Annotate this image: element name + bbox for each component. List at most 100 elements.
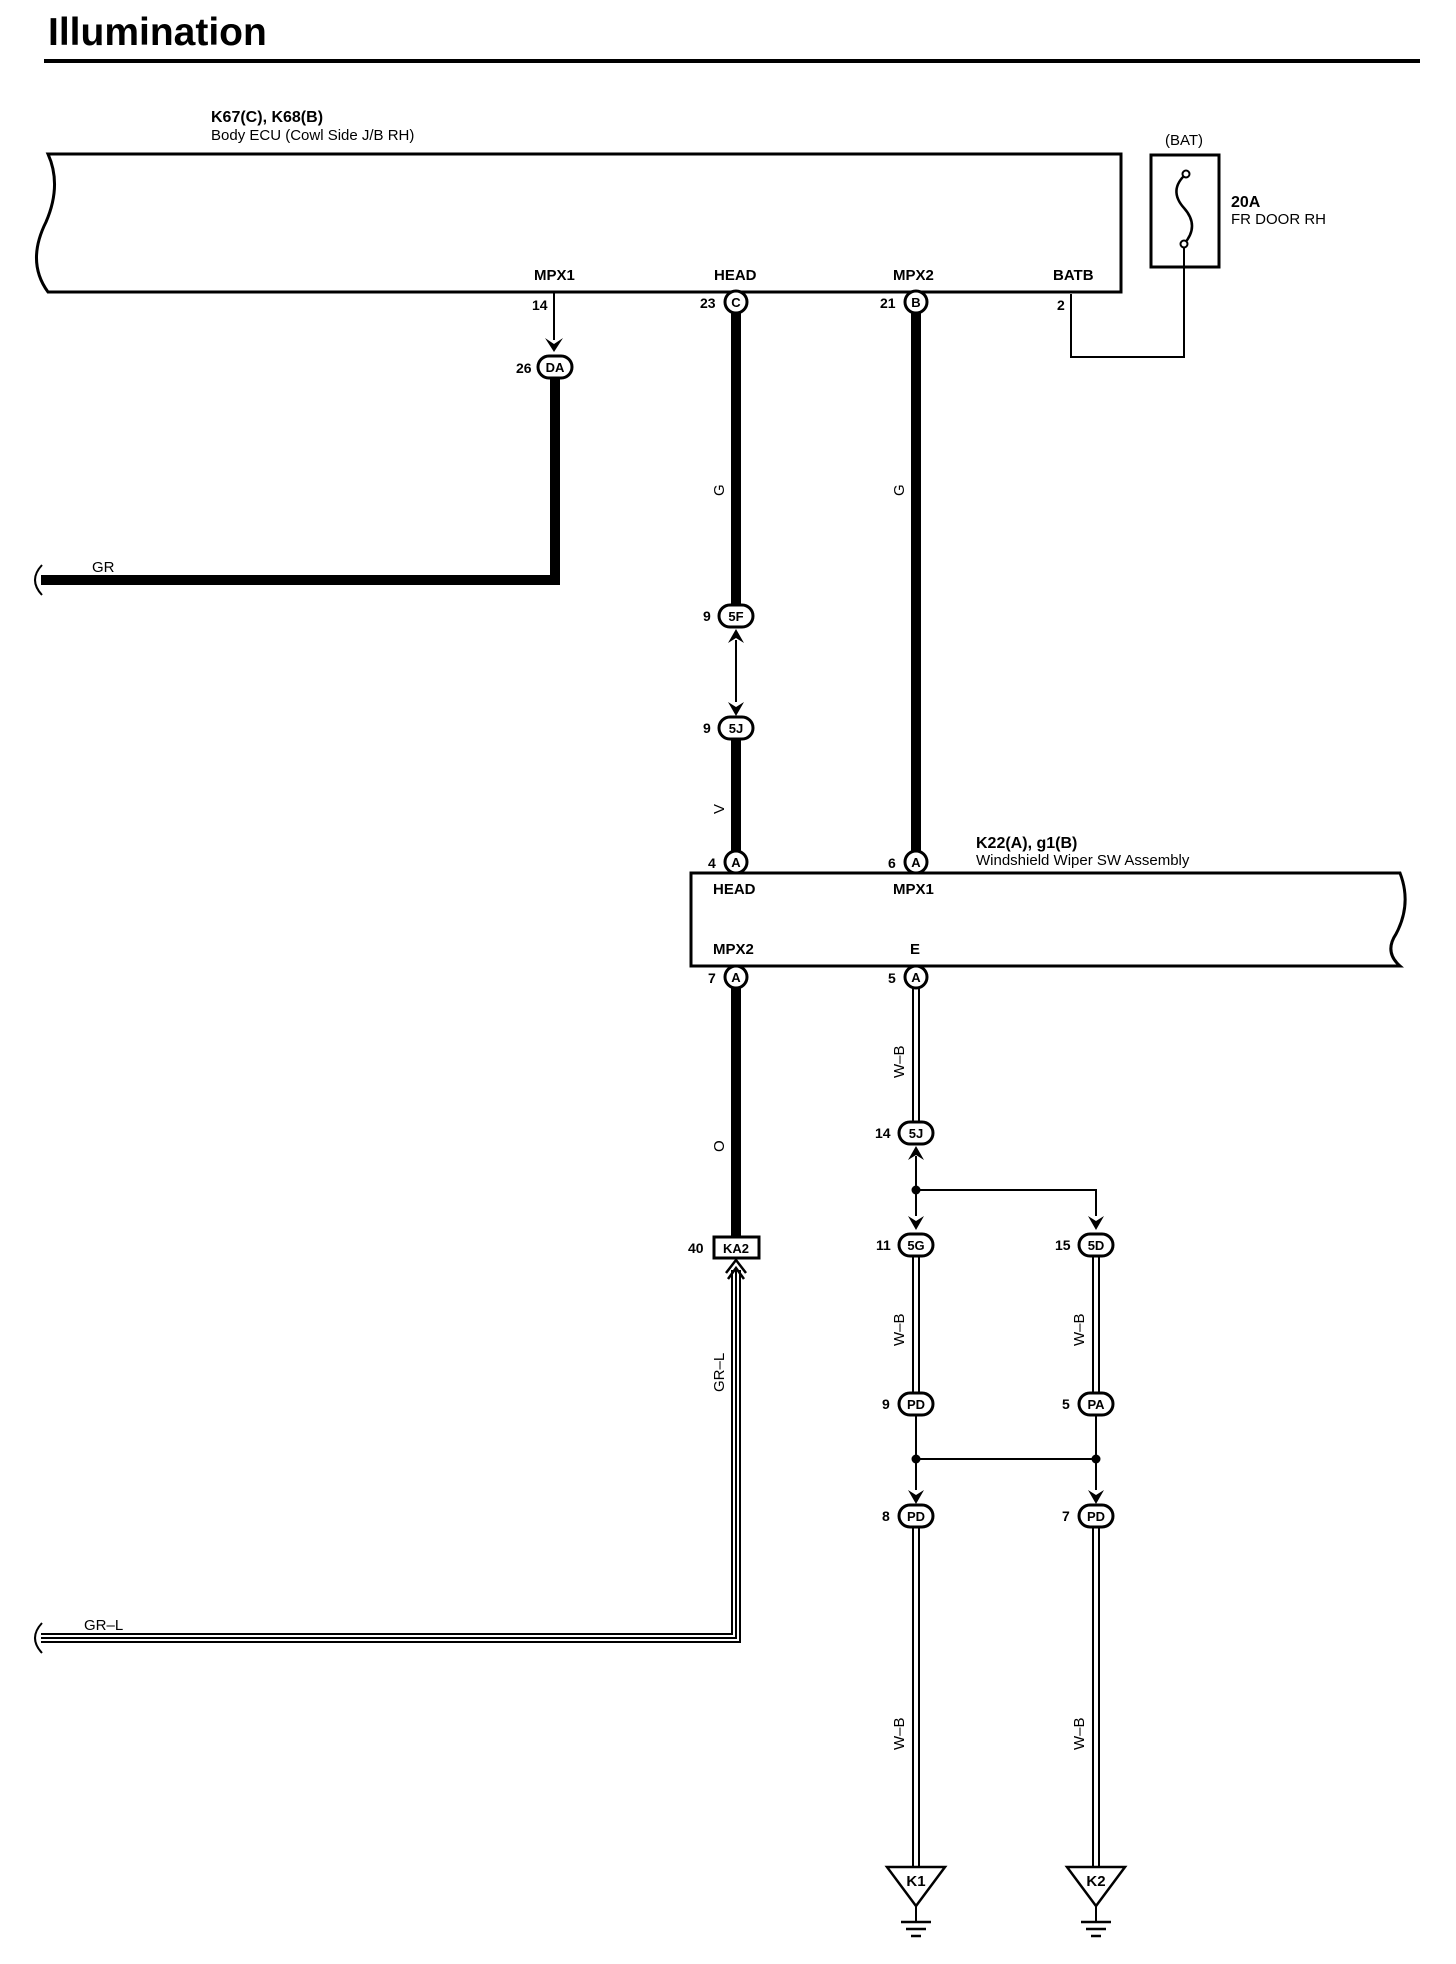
connector-5f-id: 5F (728, 609, 743, 624)
wiper-sw-pin-mpx2: MPX2 (713, 941, 754, 958)
connector-5j-top-id: 5J (729, 721, 743, 736)
connector-ka2-arrow-icon (725, 1257, 747, 1280)
wiper-sw-pin-number-mpx1: 6 (888, 855, 896, 871)
batb-wire (1070, 248, 1185, 358)
ground-k1-label: K1 (906, 1873, 925, 1890)
connector-5j-top-number: 9 (703, 720, 711, 736)
ground-k2: K2 (1064, 1865, 1128, 1938)
wire-mpx2-o-label: O (711, 1140, 728, 1152)
wiper-sw-head-connector-label: A (731, 855, 741, 870)
body-ecu-pin-number-mpx2: 21 (880, 295, 896, 311)
wire-head-v-label: V (711, 804, 728, 814)
junction-lower-left-dot (911, 1454, 921, 1464)
connector-5j-mid-arrow-icon (908, 1146, 924, 1160)
fuse-terminal-top (1181, 169, 1191, 179)
wire-left-wb-mid-label: W–B (891, 1313, 908, 1346)
body-ecu-pin-head: HEAD (714, 267, 757, 284)
body-ecu-box (35, 152, 1123, 294)
connector-5g-number: 11 (876, 1237, 891, 1253)
connector-pd-upper-number: 9 (882, 1396, 890, 1412)
fuse-terminal-bottom (1179, 239, 1189, 249)
connector-5j-arrow-icon (728, 702, 744, 716)
wiper-sw-pin-head: HEAD (713, 881, 756, 898)
wire-gr-l-horizontal-label: GR–L (84, 1617, 123, 1634)
wire-gr-l-line-b (41, 1270, 737, 1639)
wire-split-right (916, 1189, 1097, 1216)
wire-gr (41, 378, 560, 585)
body-ecu-codes: K67(C), K68(B) (211, 109, 323, 126)
ground-k1: K1 (884, 1865, 948, 1938)
connector-5d-arrow-icon (1088, 1216, 1104, 1230)
wiper-sw-mpx1-connector-label: A (911, 855, 921, 870)
mpx2-circuit: G (891, 313, 921, 851)
mpx1-gr-circuit: DA 26 GR (34, 292, 574, 596)
ground-circuit: W–B 5J 14 5G 11 5D 15 W–B W–B PD 9 PA 5 (875, 988, 1128, 1938)
connector-5f (717, 603, 755, 629)
body-ecu-pin-mpx2: MPX2 (893, 267, 934, 284)
body-ecu-pin-number-mpx1: 14 (532, 297, 548, 313)
connector-ka2-id: KA2 (723, 1241, 749, 1256)
wire-gr-l-line-c (41, 1270, 741, 1643)
wiper-sw-assembly: K22(A), g1(B) Windshield Wiper SW Assemb… (689, 835, 1407, 990)
connector-pd-lower-left-arrow-icon (908, 1490, 924, 1504)
wire-gr-l-break-icon (34, 1622, 43, 1654)
connector-5f-number: 9 (703, 608, 711, 624)
connector-5f-arrow-icon (728, 629, 744, 643)
connector-ka2-number: 40 (688, 1240, 704, 1256)
wiper-sw-pin-number-head: 4 (708, 855, 716, 871)
connector-pd-lower-right (1077, 1503, 1115, 1529)
connector-5d-number: 15 (1055, 1237, 1071, 1253)
wire-left-wb-low-label: W–B (891, 1717, 908, 1750)
ground-k2-triangle-icon (1064, 1865, 1128, 1909)
body-ecu-pin-number-head: 23 (700, 295, 716, 311)
ground-k1-triangle-icon (884, 1865, 948, 1909)
body-ecu-pin-mpx1: MPX1 (534, 267, 575, 284)
fuse-element-icon (1175, 173, 1194, 245)
connector-da-number: 26 (516, 360, 532, 376)
wiper-sw-box (689, 871, 1407, 968)
page-title: Illumination (48, 11, 267, 54)
connector-da-id: DA (546, 360, 565, 375)
wiper-sw-name: Windshield Wiper SW Assembly (976, 852, 1190, 869)
body-ecu-pin-batb: BATB (1053, 267, 1094, 284)
connector-pd-lower-right-arrow-icon (1088, 1490, 1104, 1504)
wiper-sw-pin-number-mpx2: 7 (708, 970, 716, 986)
connector-5d-id: 5D (1088, 1238, 1105, 1253)
connector-pa-id: PA (1087, 1397, 1105, 1412)
wiper-sw-e-connector-label: A (911, 970, 921, 985)
connector-pa-number: 5 (1062, 1396, 1070, 1412)
mpx2-output-circuit: O KA2 40 GR–L GR–L (34, 988, 761, 1654)
connector-5j-mid-id: 5J (909, 1126, 923, 1141)
wire-right-wb-low-label: W–B (1071, 1717, 1088, 1750)
connector-pd-lower-left (897, 1503, 935, 1529)
connector-5g-arrow-icon (908, 1216, 924, 1230)
wire-gr-l-line-a (41, 1270, 733, 1635)
wiper-sw-e-terminal (903, 964, 929, 990)
body-ecu: K67(C), K68(B) Body ECU (Cowl Side J/B R… (35, 109, 1123, 315)
connector-pd-upper-id: PD (907, 1397, 925, 1412)
wiper-sw-codes: K22(A), g1(B) (976, 835, 1077, 852)
wire-e-wb-label: W–B (891, 1045, 908, 1078)
wire-gr-l-vertical-label: GR–L (711, 1353, 728, 1392)
mpx1-arrow-icon (545, 338, 563, 352)
connector-pd-lower-left-id: PD (907, 1509, 925, 1524)
connector-5g-id: 5G (907, 1238, 924, 1253)
wiper-sw-mpx2-connector-label: A (731, 970, 741, 985)
body-ecu-head-connector-label: C (731, 295, 741, 310)
wire-right-wb-mid-label: W–B (1071, 1313, 1088, 1346)
body-ecu-name: Body ECU (Cowl Side J/B RH) (211, 127, 414, 144)
fuse-rating: 20A (1231, 194, 1261, 211)
fuse-source-label: (BAT) (1165, 132, 1203, 149)
connector-pd-lower-left-number: 8 (882, 1508, 890, 1524)
wiper-sw-pin-mpx1: MPX1 (893, 881, 934, 898)
wire-gr-break-icon (34, 564, 43, 596)
connector-pd-lower-right-number: 7 (1062, 1508, 1070, 1524)
connector-5g (897, 1232, 935, 1258)
wire-gr-label: GR (92, 559, 115, 576)
ground-k2-label: K2 (1086, 1873, 1105, 1890)
fuse-name: FR DOOR RH (1231, 211, 1326, 228)
connector-ka2 (712, 1235, 761, 1260)
connector-5j-mid-number: 14 (875, 1125, 891, 1141)
wire-head-g-label: G (711, 484, 728, 496)
